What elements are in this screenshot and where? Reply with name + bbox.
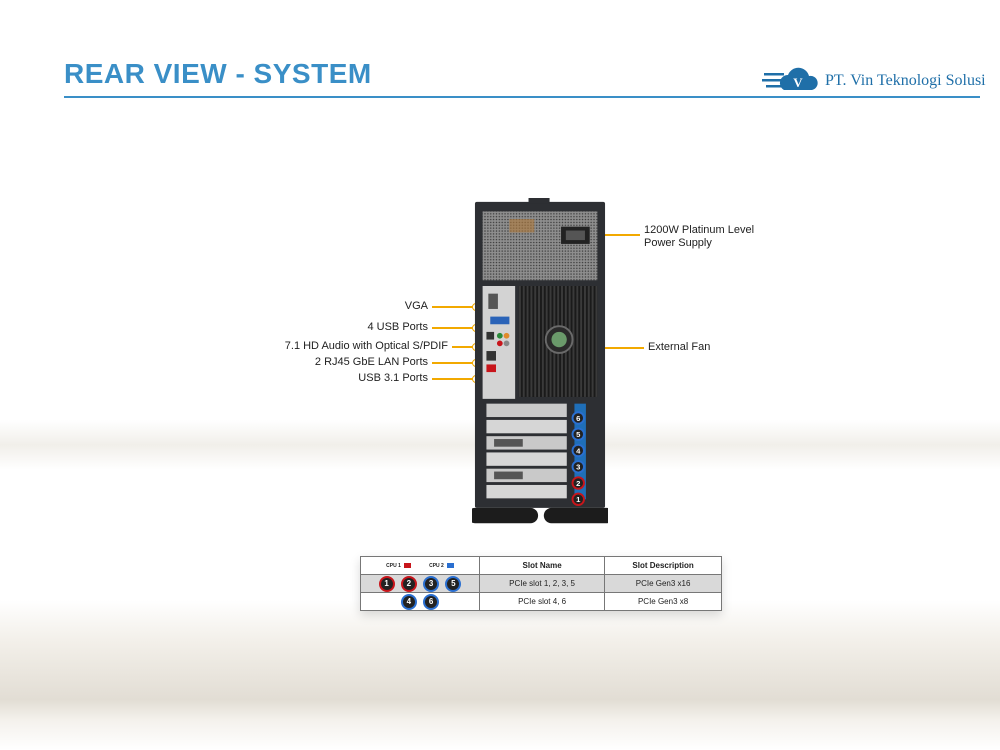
vga-leader <box>432 303 480 311</box>
usb31-label: USB 3.1 Ports <box>358 372 428 384</box>
lan-leader <box>432 359 480 367</box>
vga-label: VGA <box>404 300 428 312</box>
slot-description-cell: PCIe Gen3 x8 <box>604 592 722 611</box>
table-header-row: CPU 1 CPU 2 Slot Name Slot Description <box>360 556 722 575</box>
usb31-leader <box>432 375 480 383</box>
lan-label: 2 RJ45 GbE LAN Ports <box>314 356 428 368</box>
psu-grille <box>482 211 598 281</box>
title-underline <box>64 96 980 98</box>
slot-badge: 3 <box>423 575 440 592</box>
psu-label: 1200W Platinum Level Power Supply <box>644 224 754 250</box>
right-foot <box>543 507 608 524</box>
slot-badge-3: 3 <box>576 463 580 472</box>
slot-name-cell: PCIe slot 1, 2, 3, 5 <box>478 574 606 593</box>
table-row: 1 2 3 5 PCIe slot 1, 2, 3, 5 PCIe Gen3 x… <box>360 574 722 593</box>
logo-icon: V <box>762 67 818 90</box>
slot-badge: 2 <box>400 575 417 592</box>
left-foot <box>472 507 539 524</box>
page-title: REAR VIEW - SYSTEM <box>64 58 372 89</box>
psu-label-line1: 1200W Platinum Level <box>644 224 755 236</box>
slot-badge-group: 4 6 <box>360 592 480 611</box>
cpu1-legend: CPU 1 <box>386 563 411 569</box>
audio-label: 7.1 HD Audio with Optical S/PDIF <box>284 340 448 352</box>
logo-mark: V <box>793 75 803 90</box>
cpu2-legend: CPU 2 <box>429 563 454 569</box>
slot-badges: 6 5 4 3 2 1 <box>571 411 585 506</box>
header-slot-description: Slot Description <box>604 556 722 575</box>
server-rear-illustration: 6 5 4 3 2 1 <box>472 198 608 524</box>
usb-label: 4 USB Ports <box>367 321 428 333</box>
slot-description-cell: PCIe Gen3 x16 <box>604 574 722 593</box>
slot-badge: 6 <box>423 593 440 610</box>
company-logo: V PT. Vin Teknologi Solusi <box>762 64 992 98</box>
slot-badge-1: 1 <box>576 495 581 504</box>
cpu-legend: CPU 1 CPU 2 <box>360 556 480 575</box>
slot-badge: 1 <box>378 575 395 592</box>
slot-badge: 4 <box>400 593 417 610</box>
table-row: 4 6 PCIe slot 4, 6 PCIe Gen3 x8 <box>360 592 722 611</box>
header-slot-name: Slot Name <box>478 556 606 575</box>
usb-leader <box>432 324 480 332</box>
slot-badge-2: 2 <box>576 479 580 488</box>
slot-badge: 5 <box>445 575 462 592</box>
pcie-slot-table: CPU 1 CPU 2 Slot Name Slot Description 1… <box>360 556 722 611</box>
fan-label: External Fan <box>648 341 711 353</box>
logo-text: PT. Vin Teknologi Solusi <box>825 72 986 89</box>
psu-label-line2: Power Supply <box>644 237 712 249</box>
slot-badge-4: 4 <box>576 446 581 455</box>
slot-name-cell: PCIe slot 4, 6 <box>478 592 606 611</box>
slot-badge-5: 5 <box>576 430 581 439</box>
slot-badge-group: 1 2 3 5 <box>360 574 480 593</box>
slot-badge-6: 6 <box>576 414 580 423</box>
